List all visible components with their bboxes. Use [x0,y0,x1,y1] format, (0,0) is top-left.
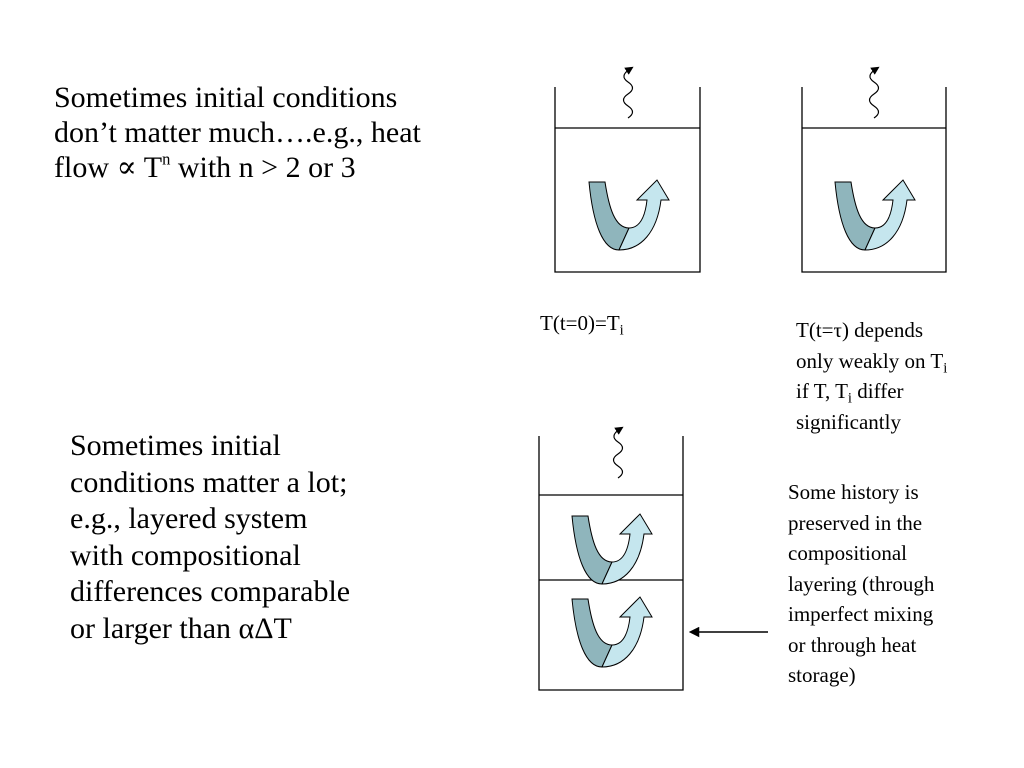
bottom-description-line: with compositional [70,538,301,572]
top-description-fragment: with n > 2 or 3 [170,151,356,184]
heat-escape-wavy-arrow-icon [622,66,634,119]
label-later-line: T(t=τ) depends [796,318,923,342]
exponent: n [162,149,171,169]
convection-arrow-icon [588,179,670,251]
top-description-line: Sometimes initial conditions [54,81,398,114]
label-later-line: significantly [796,409,901,434]
label-history-line: imperfect mixing [788,602,934,626]
label-later-temperature: T(t=τ) depends only weakly on Ti if T, T… [796,315,947,437]
container-initial [554,66,701,273]
bottom-description: Sometimes initial conditions matter a lo… [70,428,350,647]
top-description-line: don’t matter much….e.g., heat [54,116,421,149]
heat-escape-wavy-arrow-icon [868,66,880,119]
bottom-description-line: conditions matter a lot; [70,465,348,499]
container-layered [538,426,684,691]
subscript: i [619,322,624,339]
container-layered-outline [538,436,684,691]
bottom-description-line: e.g., layered system [70,502,308,535]
convection-arrow-upper-icon [571,513,653,585]
bottom-description-line: Sometimes initial [70,429,281,462]
top-description-line: flow ∝ Tn with n > 2 or 3 [54,150,421,185]
label-later-fragment: differ [852,379,904,403]
bottom-description-line: differences comparable [70,575,351,608]
subscript: i [943,359,948,376]
label-later-line: if T, Ti differ [796,376,947,407]
top-description-fragment: flow ∝ T [54,151,163,184]
label-initial-temperature: T(t=0)=Ti [540,308,624,339]
convection-arrow-lower-icon [571,596,653,668]
label-history-line: preserved in the [788,510,923,535]
container-initial-outline [554,87,701,273]
label-history: Some history is preserved in the composi… [788,477,934,691]
label-history-line: or through heat [788,632,917,657]
container-later-outline [801,87,947,273]
subscript: i [847,390,853,407]
label-initial-main: T(t=0)=T [540,311,620,335]
label-later-fragment: only weakly on T [796,348,944,373]
top-description: Sometimes initial conditions don’t matte… [54,80,421,185]
heat-escape-wavy-arrow-icon [612,426,624,479]
bottom-description-line: or larger than αΔT [70,611,292,645]
container-later [801,66,947,273]
label-history-line: layering (through [788,571,935,596]
label-later-fragment: if T, T [796,379,848,403]
label-history-line: storage) [788,663,856,687]
label-history-line: compositional [788,541,907,565]
convection-arrow-icon [834,179,916,251]
label-later-line: only weakly on Ti [796,346,947,377]
label-history-line: Some history is [788,480,919,504]
